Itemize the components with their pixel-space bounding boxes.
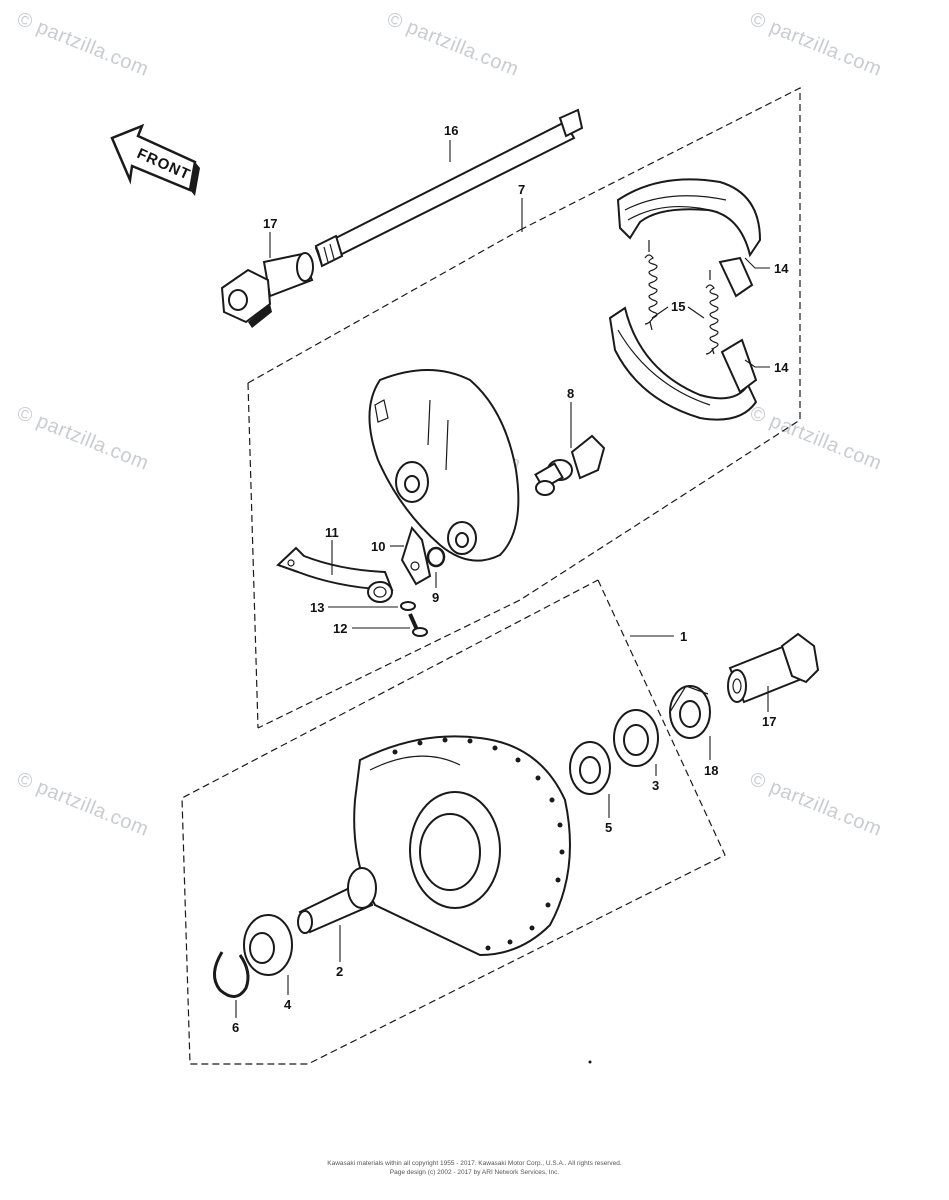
- callout-16: 16: [444, 123, 458, 138]
- brake-shoe-upper: [616, 178, 762, 298]
- callout-17-top: 17: [263, 216, 277, 231]
- circlip: [213, 951, 250, 998]
- o-ring: [426, 546, 446, 568]
- front-arrow-icon: FRONT: [110, 123, 200, 196]
- callout-14-upper: 14: [774, 261, 789, 276]
- brake-shoe-lower: [608, 306, 758, 421]
- callout-2: 2: [336, 964, 343, 979]
- bearing-right-inner: [569, 741, 611, 795]
- hub-spacer: [297, 867, 377, 934]
- spring-right: [705, 270, 719, 355]
- leader-lines: [235, 140, 770, 1018]
- hub-collar: [669, 685, 711, 739]
- axle-nut-right: [727, 632, 820, 704]
- bearing-right-outer: [613, 709, 659, 767]
- page-design-line: Page design (c) 2002 - 2017 by ARI Netwo…: [389, 1169, 560, 1176]
- wheel-hub: [353, 735, 571, 957]
- copyright-line: Kawasaki materials within all copyright …: [327, 1160, 622, 1167]
- brake-panel-frame: [247, 87, 801, 729]
- callout-12: 12: [333, 621, 347, 636]
- brake-panel: [368, 369, 520, 562]
- brake-shoe-springs: [644, 240, 719, 355]
- callout-13: 13: [310, 600, 324, 615]
- hub-frame: [181, 579, 726, 1065]
- callout-7: 7: [518, 182, 525, 197]
- callout-9: 9: [432, 590, 439, 605]
- brake-cam: [534, 434, 606, 496]
- spoke-holes: [392, 737, 565, 951]
- callout-labels: 16 7 17 14 15 14 8 11 10 9 13 12 1 17 18…: [232, 123, 789, 1035]
- callout-3: 3: [652, 778, 659, 793]
- callout-18: 18: [704, 763, 718, 778]
- callout-1: 1: [680, 629, 687, 644]
- lever-bolt: [408, 613, 428, 637]
- callout-6: 6: [232, 1020, 239, 1035]
- callout-15: 15: [671, 299, 685, 314]
- callout-4: 4: [284, 997, 292, 1012]
- callout-11: 11: [325, 525, 339, 540]
- wear-indicator: [400, 525, 432, 586]
- callout-10: 10: [371, 539, 385, 554]
- callout-17-right: 17: [762, 714, 776, 729]
- spring-left: [644, 240, 658, 331]
- front-axle: [314, 108, 584, 268]
- callout-8: 8: [567, 386, 574, 401]
- stray-dot: [588, 1060, 592, 1064]
- callout-5: 5: [605, 820, 612, 835]
- brake-lever: [276, 546, 394, 603]
- callout-14-lower: 14: [774, 360, 789, 375]
- bearing-left: [243, 914, 293, 976]
- axle-nut-top: [220, 252, 314, 328]
- lever-washer: [400, 601, 416, 611]
